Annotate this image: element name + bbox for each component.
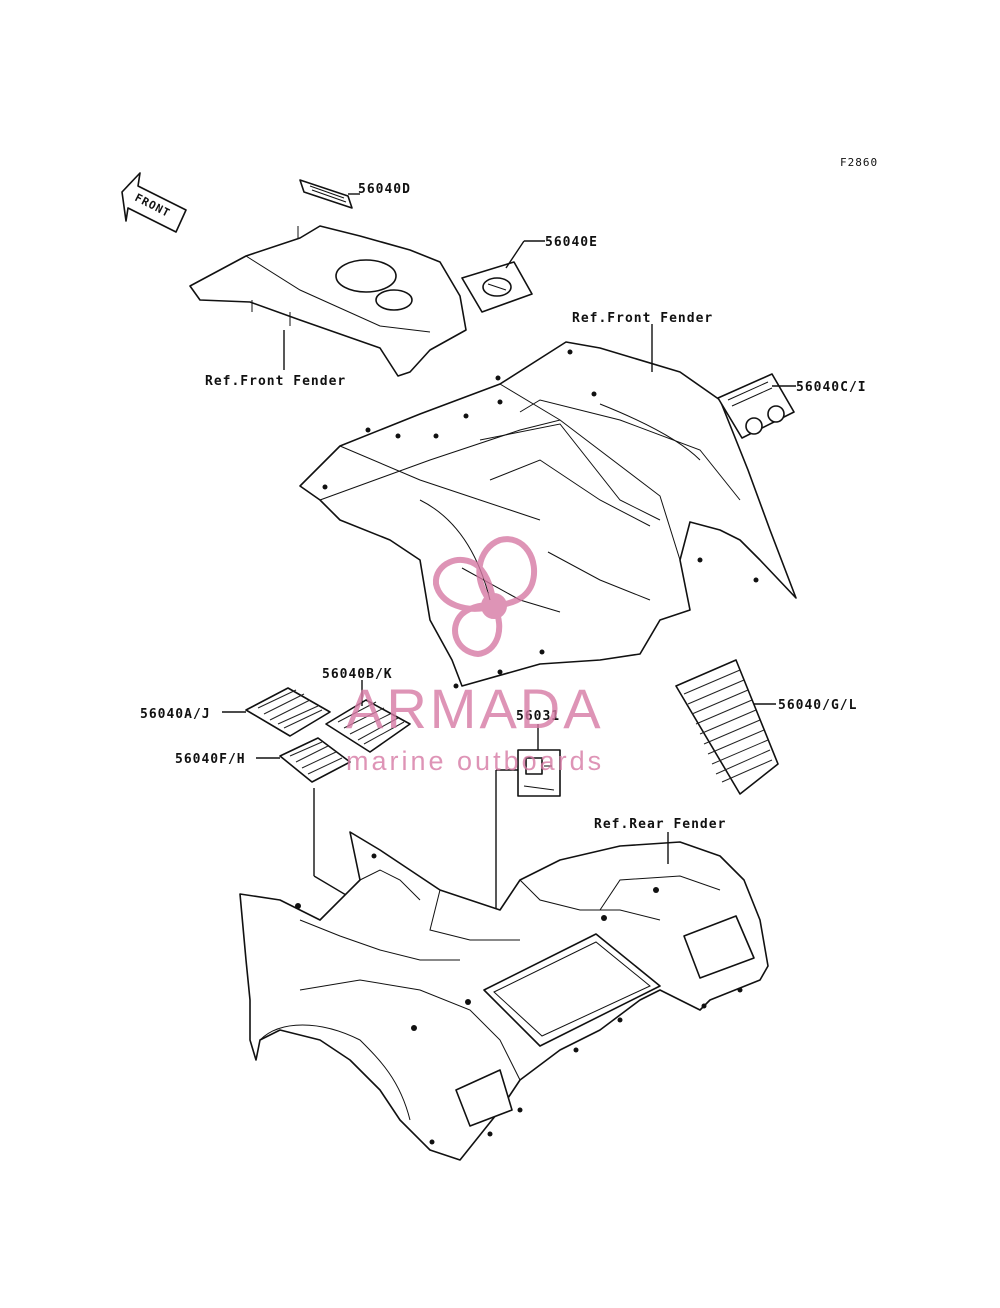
armada-watermark: ARMADA marine outboards xyxy=(346,536,604,776)
label-56040b-k-part xyxy=(325,699,411,753)
callout-56040-g-l: 56040/G/L xyxy=(778,698,857,713)
label-56040f-h-part xyxy=(279,737,351,783)
callout-56040c-i: 56040C/I xyxy=(796,380,867,395)
callout-56040b-k: 56040B/K xyxy=(322,667,393,682)
front-fender xyxy=(299,341,797,689)
ref-front-fender-top: Ref.Front Fender xyxy=(572,311,713,326)
callout-56040e: 56040E xyxy=(545,235,598,250)
callout-56040a-j: 56040A/J xyxy=(140,707,211,722)
label-56040c-i-part xyxy=(717,373,795,439)
front-carrier-panel xyxy=(189,225,467,377)
propeller-logo-icon xyxy=(432,536,537,658)
label-56040-g-l-part xyxy=(675,659,779,795)
ref-rear-fender: Ref.Rear Fender xyxy=(594,817,726,832)
label-56040a-j-part xyxy=(245,687,331,737)
callout-56031: 56031 xyxy=(516,709,560,724)
label-56040e-part xyxy=(461,261,533,313)
watermark-brand: ARMADA xyxy=(346,677,604,740)
label-56040d-part xyxy=(299,179,353,209)
figure-id: F2860 xyxy=(840,156,878,169)
watermark-tagline: marine outboards xyxy=(346,746,604,776)
callout-56040f-h: 56040F/H xyxy=(175,752,246,767)
ref-front-fender-left: Ref.Front Fender xyxy=(205,374,346,389)
callout-56040d: 56040D xyxy=(358,182,411,197)
front-arrow-icon: FRONT xyxy=(121,172,187,233)
label-56031-part xyxy=(517,749,561,797)
rear-fender xyxy=(239,831,769,1161)
